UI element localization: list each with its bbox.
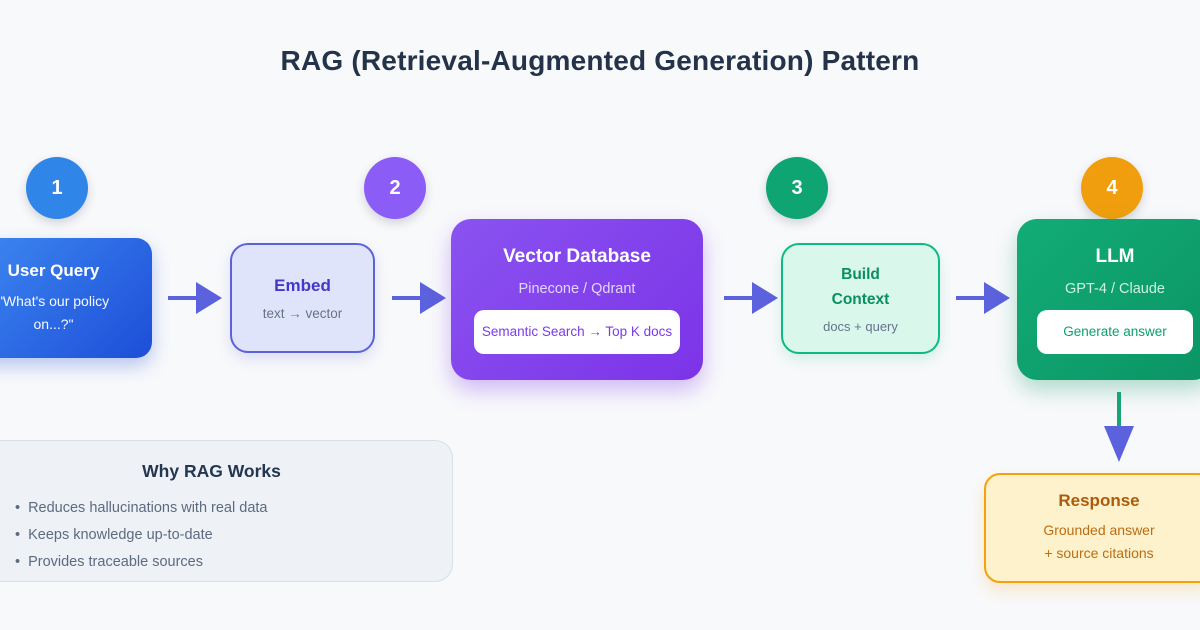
vector-database-subtitle: Pinecone / Qdrant — [518, 280, 636, 297]
vector-database-title: Vector Database — [503, 245, 651, 267]
llm-title: LLM — [1095, 245, 1135, 267]
why-bullet-2: Keeps knowledge up-to-date — [15, 522, 452, 549]
node-build-context: Build Context docs + query — [781, 243, 940, 354]
response-title: Response — [1058, 490, 1140, 510]
arrow-head-icon — [752, 282, 778, 314]
diagram-title: RAG (Retrieval-Augmented Generation) Pat… — [280, 44, 920, 76]
build-context-title: Build Context — [831, 266, 890, 308]
step-badge-2: 2 — [364, 157, 426, 219]
step-badge-1: 1 — [26, 157, 88, 219]
response-subtitle-line1: Grounded answer — [1043, 521, 1155, 538]
why-bullet-1: Reduces hallucinations with real data — [15, 495, 452, 522]
why-bullet-3: Provides traceable sources — [15, 549, 452, 576]
arrow-line — [168, 296, 196, 300]
flow-arrow-1 — [168, 282, 222, 314]
arrow-head-icon — [420, 282, 446, 314]
node-embed: Embed text → vector — [230, 243, 375, 353]
flow-arrow-3 — [724, 282, 778, 314]
embed-subtitle: text → vector — [262, 305, 343, 321]
arrow-head-icon — [984, 282, 1010, 314]
generate-answer-badge: Generate answer — [1037, 309, 1193, 354]
step-badge-4: 4 — [1081, 157, 1143, 219]
why-rag-works-panel: Why RAG Works Reduces hallucinations wit… — [0, 440, 453, 582]
response-subtitle: Grounded answer + source citations — [1043, 519, 1154, 565]
node-user-query: User Query "What's our policy on...?" — [0, 238, 152, 358]
down-arrow-head-icon — [1104, 426, 1134, 462]
arrow-line — [956, 296, 984, 300]
user-query-title: User Query — [7, 261, 100, 281]
arrow-head-icon — [196, 282, 222, 314]
llm-subtitle: GPT-4 / Claude — [1065, 280, 1165, 297]
semantic-search-badge: Semantic Search → Top K docs — [474, 309, 680, 354]
why-rag-works-title: Why RAG Works — [142, 461, 281, 481]
down-arrow-line — [1117, 392, 1121, 426]
embed-title: Embed — [274, 275, 331, 295]
response-subtitle-line2: + source citations — [1044, 545, 1154, 561]
step-badge-3: 3 — [766, 157, 828, 219]
arrow-line — [724, 296, 752, 300]
why-rag-works-list: Reduces hallucinations with real data Ke… — [0, 495, 452, 576]
user-query-subtitle: "What's our policy on...?" — [0, 293, 110, 332]
flow-arrow-2 — [392, 282, 446, 314]
build-context-subtitle: docs + query — [823, 318, 898, 334]
flow-arrow-4 — [956, 282, 1010, 314]
node-vector-database: Vector Database Pinecone / Qdrant Semant… — [451, 219, 703, 380]
arrow-line — [392, 296, 420, 300]
node-llm: LLM GPT-4 / Claude Generate answer — [1017, 219, 1200, 380]
node-response: Response Grounded answer + source citati… — [984, 473, 1200, 583]
